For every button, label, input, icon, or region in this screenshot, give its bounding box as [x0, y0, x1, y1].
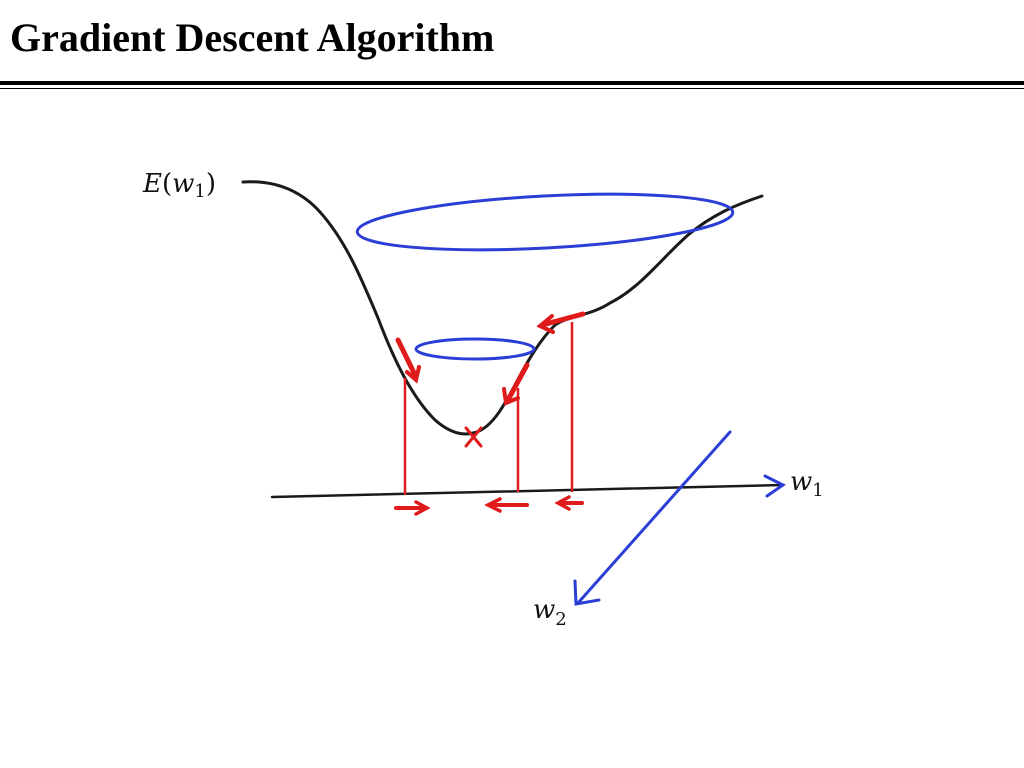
error-curve [241, 180, 764, 436]
contour-ellipse-small [414, 337, 536, 361]
w2-axis-label: w2 [533, 595, 567, 630]
arrow-right-icon [394, 500, 431, 516]
minimum-x-icon [464, 426, 483, 448]
arrow-right-icon [763, 474, 786, 498]
title-rule-thin [0, 88, 1024, 89]
arrow-down-left-icon [573, 579, 601, 606]
arrow-left-icon [484, 497, 529, 513]
gradient-arrow-left-slope [395, 337, 421, 384]
gradient-arrow-right-slope [502, 362, 530, 406]
contour-ellipse-large [355, 192, 735, 252]
title-rule-thick [0, 81, 1024, 85]
w1-axis [270, 483, 784, 499]
w2-axis [576, 430, 732, 605]
w1-axis-label: w1 [790, 467, 824, 501]
gradient-arrow-upper-slope [536, 311, 586, 334]
arrow-left-icon [554, 495, 584, 511]
energy-label: E(w1) [142, 169, 216, 202]
page-title: Gradient Descent Algorithm [10, 15, 495, 60]
